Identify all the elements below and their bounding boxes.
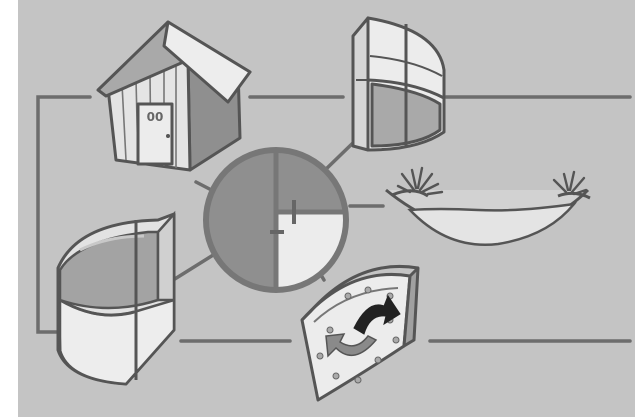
water-tank-icon xyxy=(58,214,174,384)
greenhouse-icon xyxy=(353,18,444,150)
shed-door-text: 00 xyxy=(147,110,164,124)
compost-bin-icon xyxy=(302,266,418,400)
diagram-canvas: 00 xyxy=(18,0,635,417)
central-hub xyxy=(206,150,346,290)
hub-left-half xyxy=(206,150,276,290)
connector-hub-greenhouse xyxy=(323,140,356,172)
pond-icon xyxy=(386,168,590,245)
garden-system-diagram: 00 xyxy=(18,0,635,417)
shed-icon: 00 xyxy=(98,22,250,170)
connector-hub-tank xyxy=(170,252,218,282)
